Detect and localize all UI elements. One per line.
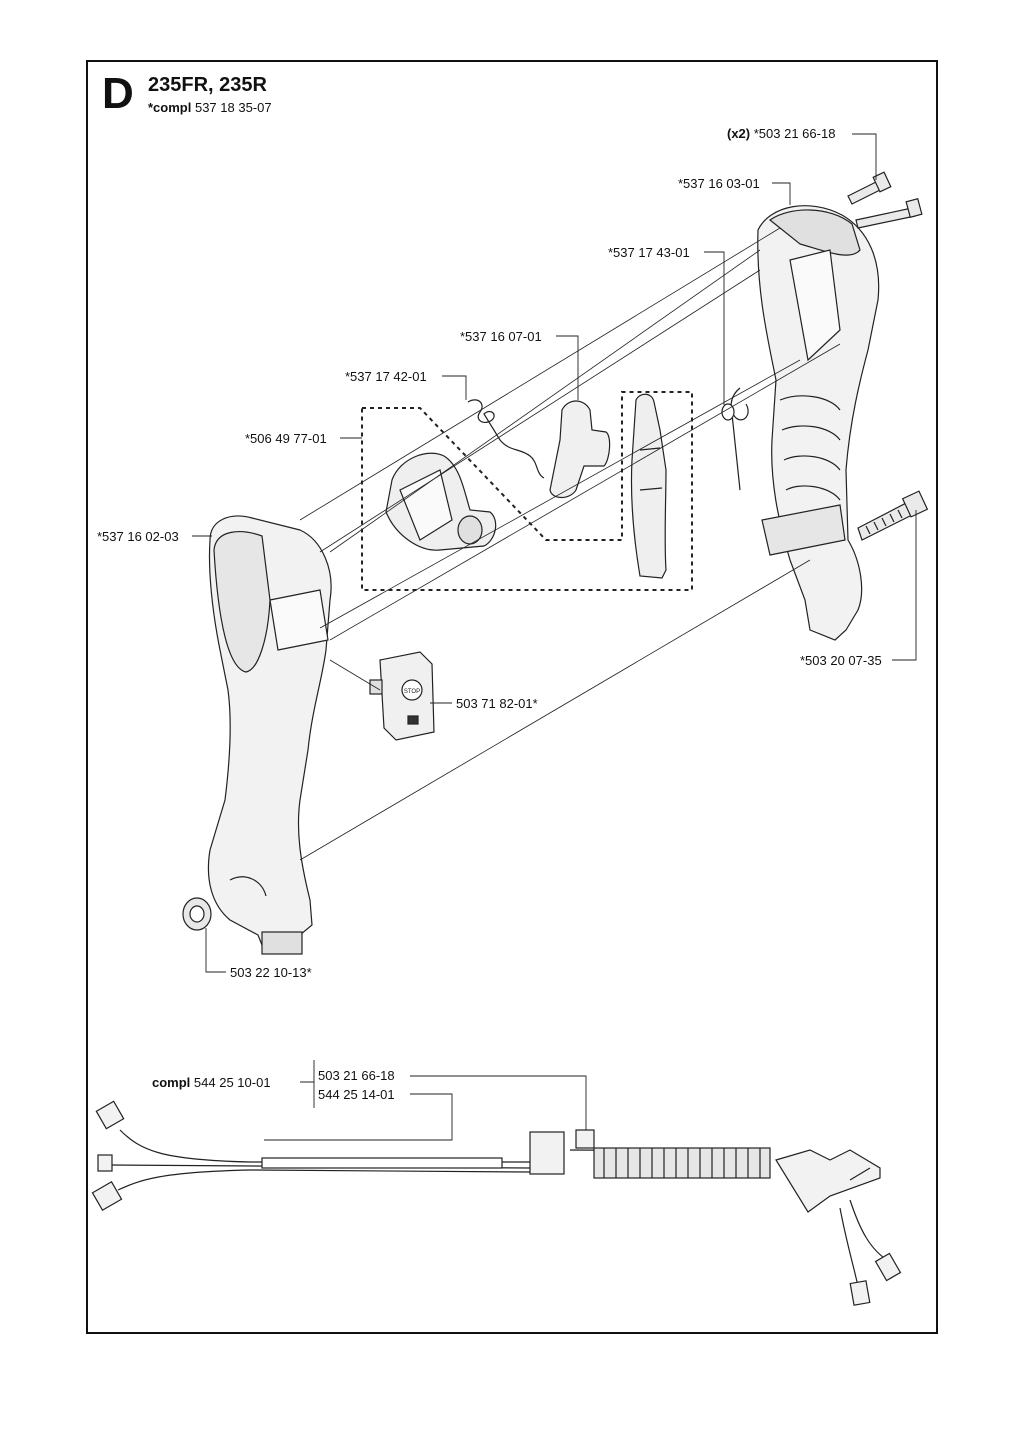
throttle-lockout-part xyxy=(549,400,611,499)
section-letter: D xyxy=(102,69,134,118)
stop-switch-text: STOP xyxy=(404,689,420,695)
part-label-screw-top: (x2) *503 21 66-18 xyxy=(727,126,835,141)
spring-right xyxy=(721,387,749,491)
part-number: *503 21 66-18 xyxy=(753,126,836,141)
part-label-throttle-lock: *537 16 07-01 xyxy=(460,329,542,344)
part-label-handle-left: *537 16 02-03 xyxy=(97,529,179,544)
trigger-kit-part xyxy=(385,452,497,551)
compl-prefix: *compl xyxy=(148,100,192,115)
nut-part xyxy=(182,897,212,931)
part-label-trigger-kit: *506 49 77-01 xyxy=(245,431,327,446)
harness-compl-label: compl 544 25 10-01 xyxy=(152,1075,271,1090)
harness-subpart-1: 503 21 66-18 xyxy=(318,1068,395,1083)
harness-subpart-2: 544 25 14-01 xyxy=(318,1087,395,1102)
wiring-harness xyxy=(91,1100,902,1306)
bottom-screw xyxy=(857,490,929,541)
left-handle-half xyxy=(207,515,332,955)
assembly-number: *compl 537 18 35-07 xyxy=(148,100,272,115)
top-screws xyxy=(847,171,923,229)
compl-number: 537 18 35-07 xyxy=(194,100,272,115)
diagram-frame xyxy=(86,60,938,1334)
model-title: 235FR, 235R xyxy=(148,74,267,96)
part-label-nut: 503 22 10-13* xyxy=(230,965,312,980)
part-label-stop-switch: 503 71 82-01* xyxy=(456,696,538,711)
part-qty: (x2) xyxy=(727,126,751,141)
part-label-handle-right: *537 16 03-01 xyxy=(678,176,760,191)
harness-compl-number: 544 25 10-01 xyxy=(193,1075,271,1090)
assembly-guide-lines xyxy=(299,227,841,861)
stop-switch-part: STOP xyxy=(369,651,435,741)
kit-outline xyxy=(361,391,693,591)
throttle-trigger-part xyxy=(630,393,667,579)
part-label-screw-bottom: *503 20 07-35 xyxy=(800,653,882,668)
harness-compl-prefix: compl xyxy=(152,1075,191,1090)
leader-lines xyxy=(192,133,917,1141)
part-label-spring-left: *537 17 42-01 xyxy=(345,369,427,384)
right-handle-half xyxy=(757,205,880,641)
part-label-spring-right: *537 17 43-01 xyxy=(608,245,690,260)
spring-left xyxy=(467,399,545,479)
